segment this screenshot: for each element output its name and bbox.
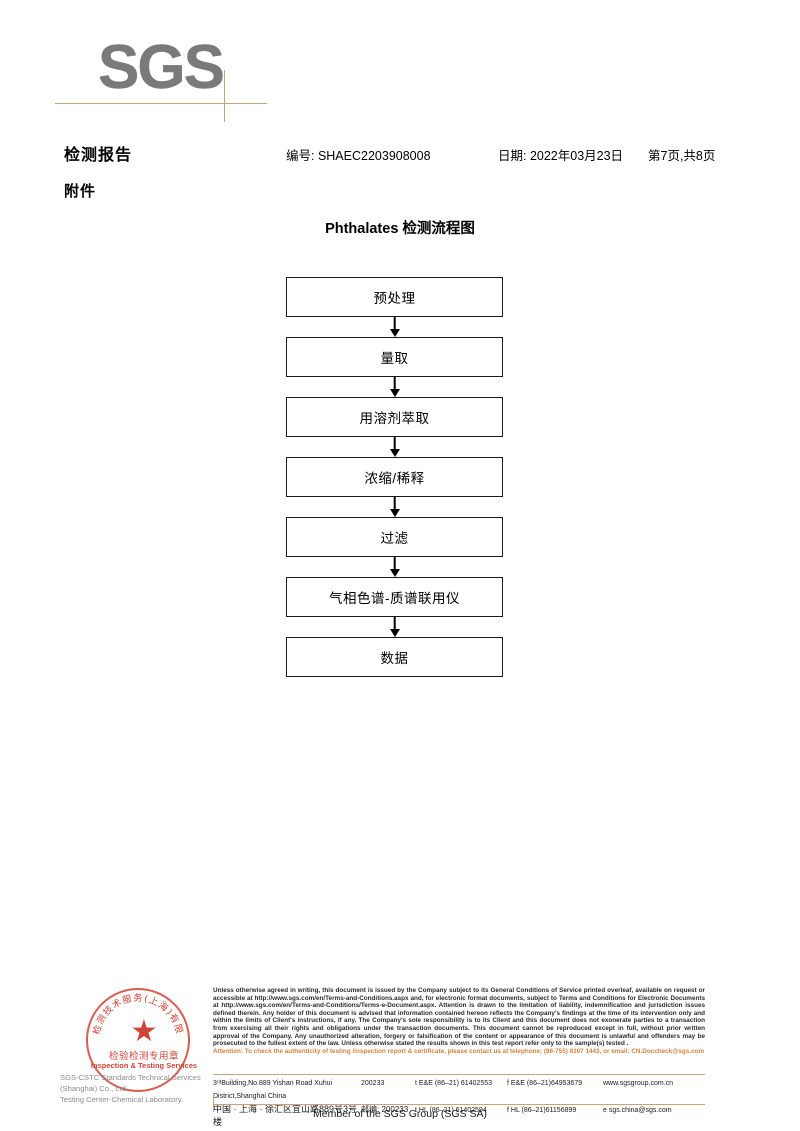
postcode-english: 200233 <box>361 1080 385 1087</box>
flow-arrow-icon <box>286 557 503 577</box>
flow-arrow-icon <box>286 377 503 397</box>
member-line: Member of the SGS Group (SGS SA) <box>313 1108 487 1120</box>
sgs-logo-text: SGS <box>98 33 225 102</box>
page-indicator: 第7页,共8页 <box>648 149 716 163</box>
stamp-company-line2: Testing Center-Chemical Laboratory. <box>60 1095 184 1104</box>
footer-tick-rule <box>213 1094 215 1112</box>
flowchart: 预处理 量取 用溶剂萃取 浓缩/稀释 过滤 气相色谱-质谱联用仪 数据 <box>286 277 503 677</box>
stamp-company-line1: SGS-CSTC Standards Technical Services (S… <box>60 1073 201 1093</box>
flow-box-label: 过滤 <box>286 517 503 557</box>
stamp-circle-border <box>86 988 190 1092</box>
flow-box-label: 数据 <box>286 637 503 677</box>
logo-horizontal-rule <box>55 103 267 105</box>
flow-box-label: 用溶剂萃取 <box>286 397 503 437</box>
address-english: 3ʳᵈBuilding,No.889 Yishan Road Xuhui Dis… <box>213 1080 333 1100</box>
flow-arrow-icon <box>286 617 503 637</box>
telephone-hl: t HL (86–21) 61402594 <box>415 1107 487 1114</box>
flow-step: 数据 <box>286 637 503 677</box>
flow-step: 用溶剂萃取 <box>286 397 503 437</box>
legal-disclaimer: Unless otherwise agreed in writing, this… <box>213 987 705 1056</box>
legal-body-text: Unless otherwise agreed in writing, this… <box>213 987 705 1048</box>
logo-vertical-rule <box>224 70 226 122</box>
report-number: 编号: SHAEC2203908008 <box>286 149 431 163</box>
address-row-en: 3ʳᵈBuilding,No.889 Yishan Road Xuhui Dis… <box>213 1077 773 1103</box>
flow-step: 浓缩/稀释 <box>286 457 503 497</box>
fax-ee: f E&E (86–21)64953679 <box>507 1080 583 1087</box>
flow-step: 气相色谱-质谱联用仪 <box>286 577 503 617</box>
flow-box-label: 预处理 <box>286 277 503 317</box>
telephone-ee: t E&E (86–21) 61402553 <box>415 1080 493 1087</box>
flow-box-label: 量取 <box>286 337 503 377</box>
official-stamp: 检验检测技术服务(上海)有限公司 ★ 检验检测专用章 Inspection & … <box>60 988 210 1104</box>
flow-arrow-icon <box>286 317 503 337</box>
document-header: 检测报告 编号: SHAEC2203908008 日期: 2022年03月23日… <box>0 141 800 167</box>
sgs-logo: SGS <box>55 33 267 122</box>
address-chinese: 中国 · 上海 · 徐汇区宜山路889号3号楼 <box>213 1104 358 1127</box>
address-row-cn: 中国 · 上海 · 徐汇区宜山路889号3号楼 邮编: 200233 t HL … <box>213 1103 773 1129</box>
flow-box-label: 气相色谱-质谱联用仪 <box>286 577 503 617</box>
fax-hl: f HL (86–21)61156899 <box>507 1107 577 1114</box>
report-date: 日期: 2022年03月23日 <box>498 149 624 163</box>
flow-arrow-icon <box>286 497 503 517</box>
flow-box-label: 浓缩/稀释 <box>286 457 503 497</box>
flowchart-title: Phthalates 检测流程图 <box>325 221 475 237</box>
page-title: 检测报告 <box>64 147 133 164</box>
flow-step: 量取 <box>286 337 503 377</box>
footer-separator-rule <box>213 1104 705 1106</box>
address-separator-rule <box>213 1074 705 1075</box>
stamp-ring-text: 检验检测技术服务(上海)有限公司 <box>86 988 184 1036</box>
flow-arrow-icon <box>286 437 503 457</box>
flow-step: 预处理 <box>286 277 503 317</box>
flow-step: 过滤 <box>286 517 503 557</box>
star-icon: ★ <box>130 1015 158 1048</box>
stamp-company-name: SGS-CSTC Standards Technical Services (S… <box>60 1072 232 1105</box>
attention-notice: Attention: To check the authenticity of … <box>213 1048 705 1056</box>
email-link[interactable]: e sgs.china@sgs.com <box>603 1107 672 1114</box>
stamp-center-en: Inspection & Testing Services <box>90 1061 198 1070</box>
postcode-chinese: 邮编: 200233 <box>361 1105 409 1114</box>
stamp-center-cn: 检验检测专用章 <box>108 1051 179 1062</box>
website-link[interactable]: www.sgsgroup.com.cn <box>603 1080 674 1087</box>
address-block: 3ʳᵈBuilding,No.889 Yishan Road Xuhui Dis… <box>213 1077 773 1129</box>
attachment-label: 附件 <box>64 183 97 200</box>
